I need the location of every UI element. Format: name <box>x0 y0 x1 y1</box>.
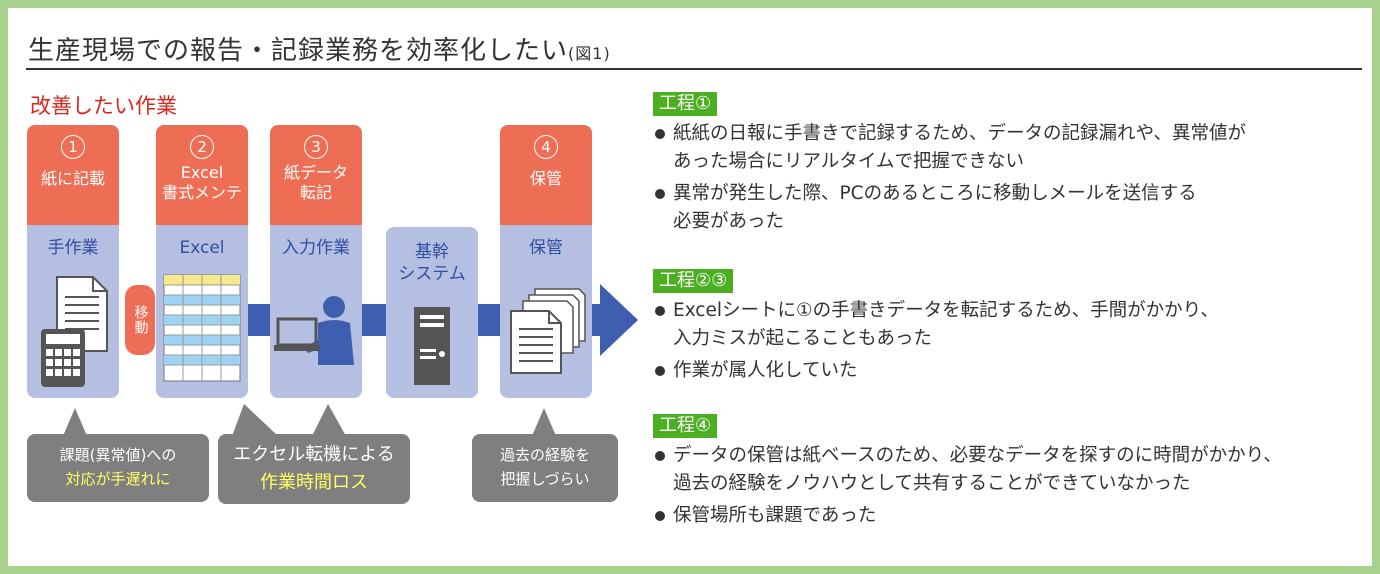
issue-text-1: 課題(異常値)への <box>59 446 177 464</box>
column-head: 1 紙に記載 <box>27 125 119 225</box>
server-icon <box>414 307 450 385</box>
column-body-label: 基幹 システム <box>398 242 466 284</box>
list-item: データの保管は紙ベースのため、必要なデータを探すのに時間がかかり、 過去の経験を… <box>653 442 1282 498</box>
callout-pointers <box>232 404 346 436</box>
column-body-label: Excel <box>179 238 225 258</box>
spreadsheet-icon <box>163 274 241 382</box>
title-sub: (図1) <box>568 44 611 63</box>
issue-callout-3: 過去の経験を 把握しづらい <box>472 408 618 502</box>
column-head-label: 紙データ 転記 <box>283 163 348 202</box>
bullet-icon <box>655 129 665 139</box>
move-badge: 移動 <box>125 285 155 355</box>
step-label: 工程④ <box>653 414 718 438</box>
step-items: データの保管は紙ベースのため、必要なデータを探すのに時間がかかり、 過去の経験を… <box>653 442 1282 530</box>
bullet-icon <box>655 189 665 199</box>
step-section-3: 工程④ データの保管は紙ベースのため、必要なデータを探すのに時間がかかり、 過去… <box>653 414 1282 530</box>
step-number: 3 <box>304 135 328 159</box>
column-head-label: Excel 書式メンテ <box>161 163 242 202</box>
step-section-1: 工程① 紙紙の日報に手書きで記録するため、データの記録漏れや、異常値が あった場… <box>653 92 1246 236</box>
bullet-icon <box>655 306 665 316</box>
list-item: 保管場所も課題であった <box>653 502 1282 530</box>
list-item: 異常が発生した際、PCのあるところに移動しメールを送信する 必要があった <box>653 180 1246 236</box>
issue-box <box>472 434 618 502</box>
column-head: 4 保管 <box>500 125 592 225</box>
issue-text-3b: 把握しづらい <box>500 470 590 488</box>
list-item-text: 作業が属人化していた <box>673 360 858 381</box>
list-item-text: 紙紙の日報に手書きで記録するため、データの記録漏れや、異常値が あった場合にリア… <box>673 123 1246 172</box>
improve-label: 改善したい作業 <box>30 94 177 118</box>
bullet-icon <box>655 511 665 521</box>
step-label: 工程① <box>653 92 718 116</box>
list-item-text: Excelシートに①の手書きデータを転記するため、手間がかかり、 入力ミスが起こ… <box>673 300 1219 349</box>
issue-text-3: 過去の経験を <box>499 446 590 464</box>
column-body-label: 手作業 <box>47 238 99 258</box>
step-label: 工程②③ <box>653 269 734 293</box>
step-number: 1 <box>61 135 85 159</box>
person-computer-icon <box>274 296 354 365</box>
step-items: Excelシートに①の手書きデータを転記するため、手間がかかり、 入力ミスが起こ… <box>653 297 1219 385</box>
process-column-2: 2 Excel 書式メンテ Excel <box>156 125 248 398</box>
column-head: 3 紙データ 転記 <box>270 125 362 225</box>
column-head: 2 Excel 書式メンテ <box>156 125 248 225</box>
list-item: 作業が属人化していた <box>653 357 1219 385</box>
step-number: 2 <box>190 135 214 159</box>
step-items: 紙紙の日報に手書きで記録するため、データの記録漏れや、異常値が あった場合にリア… <box>653 120 1246 236</box>
column-head-label: 紙に記載 <box>40 169 105 188</box>
callout-pointer <box>532 408 556 436</box>
bullet-icon <box>655 451 665 461</box>
issue-box <box>27 434 209 502</box>
bullet-icon <box>655 366 665 376</box>
figure-panel: 生産現場での報告・記録業務を効率化したい(図1) 改善したい作業 1 紙に記載 … <box>8 8 1372 566</box>
title-rule <box>26 68 1362 70</box>
column-body-label: 入力作業 <box>282 238 350 258</box>
paper-calculator-icon <box>41 276 108 387</box>
process-column-1: 1 紙に記載 手作業 <box>27 125 119 398</box>
list-item: Excelシートに①の手書きデータを転記するため、手間がかかり、 入力ミスが起こ… <box>653 297 1219 353</box>
issue-callout-2: エクセル転機による 作業時間ロス <box>218 404 410 504</box>
issue-highlight-1: 対応が手遅れに <box>65 470 171 488</box>
issue-text-2: エクセル転機による <box>233 444 395 465</box>
issue-callout-1: 課題(異常値)への 対応が手遅れに <box>27 408 209 502</box>
process-column-4: 4 保管 保管 <box>500 125 592 398</box>
document-stack-icon <box>510 288 586 374</box>
list-item-text: 保管場所も課題であった <box>673 505 877 526</box>
issue-box <box>218 434 410 504</box>
system-column: 基幹 システム <box>386 227 478 398</box>
list-item-text: データの保管は紙ベースのため、必要なデータを探すのに時間がかかり、 過去の経験を… <box>673 445 1282 494</box>
step-number: 4 <box>534 135 558 159</box>
list-item-text: 異常が発生した際、PCのあるところに移動しメールを送信する 必要があった <box>673 183 1197 232</box>
figure-title: 生産現場での報告・記録業務を効率化したい(図1) <box>28 30 611 67</box>
column-head-label: 保管 <box>529 169 562 188</box>
callout-pointer <box>63 408 87 436</box>
process-column-3: 3 紙データ 転記 入力作業 <box>270 125 362 398</box>
title-main: 生産現場での報告・記録業務を効率化したい <box>28 36 569 66</box>
list-item: 紙紙の日報に手書きで記録するため、データの記録漏れや、異常値が あった場合にリア… <box>653 120 1246 176</box>
step-section-2: 工程②③ Excelシートに①の手書きデータを転記するため、手間がかかり、 入力… <box>653 269 1219 385</box>
issue-highlight-2: 作業時間ロス <box>260 472 368 493</box>
column-body-label: 保管 <box>529 238 563 258</box>
